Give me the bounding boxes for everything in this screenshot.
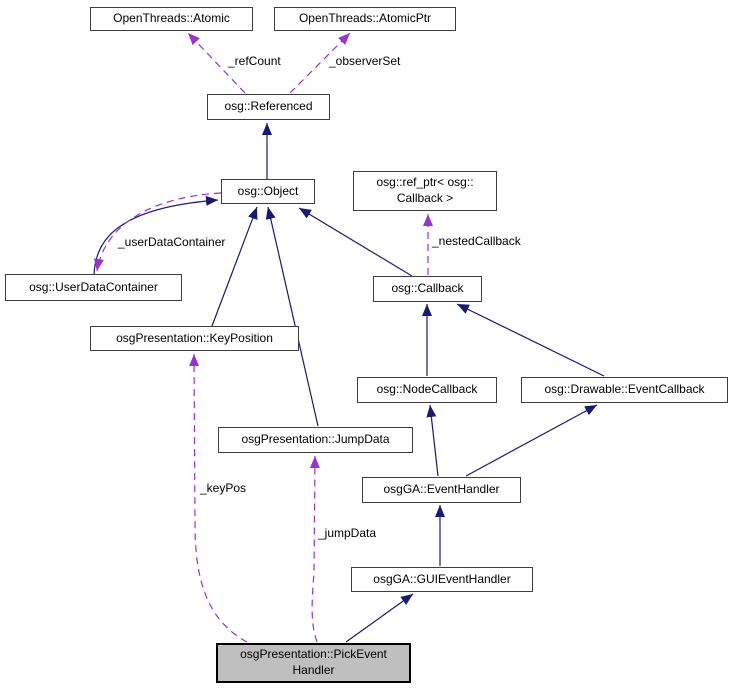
edge-eventhandler-to-eventcallback <box>465 404 598 477</box>
edge-pickeventhandler-to-guieventhandler <box>345 593 414 643</box>
node-osgpresentation-jumpdata[interactable]: osgPresentation::JumpData <box>218 427 413 453</box>
edge-label-userdatacontainer: _userDataContainer <box>118 235 226 249</box>
edge-label-keypos: _keyPos <box>200 481 247 495</box>
node-osg-nodecallback[interactable]: osg::NodeCallback <box>357 377 497 403</box>
edge-pickeventhandler-to-keyposition <box>189 353 248 643</box>
node-osg-callback[interactable]: osg::Callback <box>373 276 482 302</box>
node-openthreads-atomic[interactable]: OpenThreads::Atomic <box>90 7 253 31</box>
edge-label-observerset: _observerSet <box>329 54 401 68</box>
edge-label-refcount: _refCount <box>228 54 281 68</box>
node-osgga-guieventhandler[interactable]: osgGA::GUIEventHandler <box>351 567 533 592</box>
edge-referenced-to-atomicptr <box>289 32 351 94</box>
edge-eventhandler-to-nodecallback <box>426 404 439 477</box>
edge-jumpdata-to-object <box>265 206 319 427</box>
node-osg-referenced[interactable]: osg::Referenced <box>207 94 330 120</box>
node-openthreads-atomicptr[interactable]: OpenThreads::AtomicPtr <box>274 7 456 31</box>
node-osgpresentation-pickeventhandler: osgPresentation::PickEvent Handler <box>216 643 411 683</box>
node-osg-refptr-callback[interactable]: osg::ref_ptr< osg:: Callback > <box>353 171 497 211</box>
node-osg-userdatacontainer[interactable]: osg::UserDataContainer <box>5 274 182 301</box>
node-osg-object[interactable]: osg::Object <box>221 179 315 204</box>
edge-label-jumpdata: _jumpData <box>318 526 377 540</box>
node-osgga-eventhandler[interactable]: osgGA::EventHandler <box>362 477 521 503</box>
edge-referenced-to-atomic <box>187 32 246 94</box>
node-osgpresentation-keyposition[interactable]: osgPresentation::KeyPosition <box>90 326 299 351</box>
edge-label-nestedcallback: _nestedCallback <box>432 234 521 248</box>
node-osg-drawable-eventcallback[interactable]: osg::Drawable::EventCallback <box>521 377 728 403</box>
edge-keyposition-to-object <box>211 206 258 327</box>
edge-eventcallback-to-callback <box>456 303 605 377</box>
edge-object-to-userdata <box>93 192 222 272</box>
edge-callback-to-object <box>298 207 413 277</box>
edge-pickeventhandler-to-jumpdata <box>309 455 320 643</box>
